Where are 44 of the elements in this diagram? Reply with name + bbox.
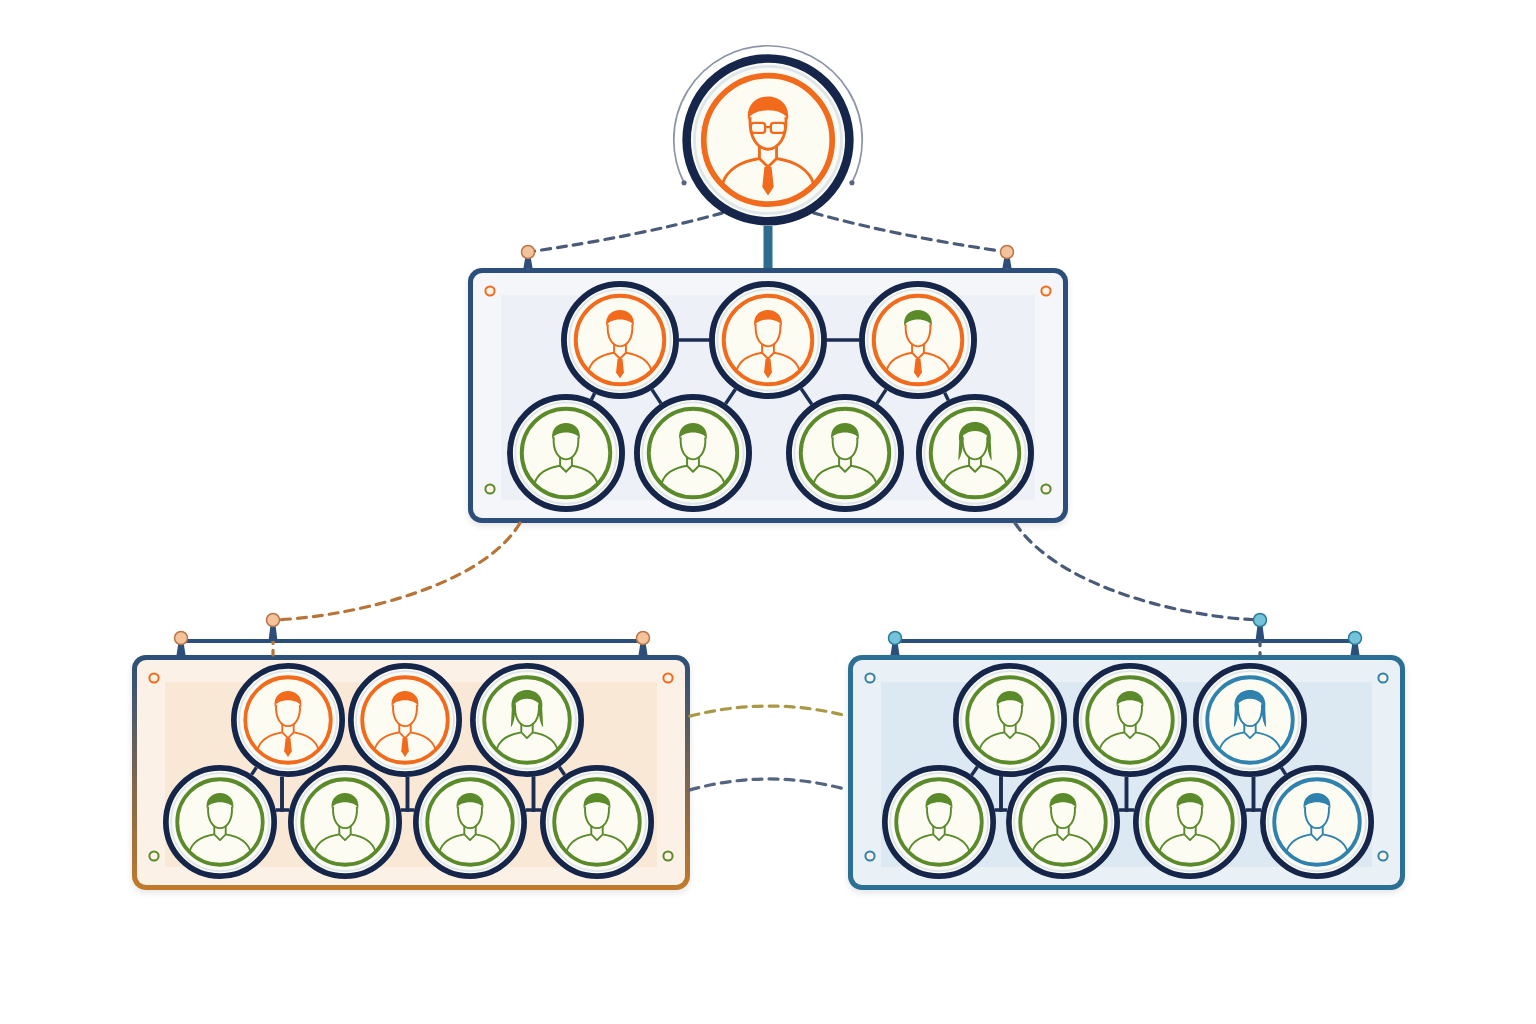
dashed-connector xyxy=(526,211,724,270)
connector-line xyxy=(280,776,290,812)
connector-line xyxy=(589,392,597,401)
person-avatar-icon xyxy=(786,394,904,512)
person-avatar-icon xyxy=(470,663,584,777)
connector-line xyxy=(999,776,1008,812)
connector-line xyxy=(679,338,709,342)
thick-connector-line xyxy=(763,226,773,268)
person-avatar-icon xyxy=(163,765,277,879)
person-avatar-icon xyxy=(1193,663,1307,777)
connector-line xyxy=(943,391,950,402)
connector-line xyxy=(970,765,979,777)
person-avatar-icon xyxy=(953,663,1067,777)
person-avatar-icon xyxy=(413,765,527,879)
person-avatar-icon xyxy=(348,663,462,777)
connector-line xyxy=(250,766,258,776)
connector-line xyxy=(405,776,415,812)
person-avatar-icon xyxy=(231,663,345,777)
person-avatar-icon xyxy=(288,765,402,879)
person-avatar-icon xyxy=(507,394,625,512)
dashed-connector xyxy=(271,521,522,657)
connector-line xyxy=(557,766,567,776)
connector-line xyxy=(650,388,663,405)
person-avatar-icon xyxy=(859,281,977,399)
connector-line xyxy=(1251,776,1262,812)
connector-line xyxy=(1279,766,1288,776)
connector-line xyxy=(875,388,888,405)
person-avatar-icon xyxy=(709,281,827,399)
person-avatar-icon xyxy=(1260,765,1374,879)
dashed-connector xyxy=(1013,521,1262,657)
connector-line xyxy=(531,776,542,812)
person-avatar-icon xyxy=(1133,765,1247,879)
connector-line xyxy=(724,388,737,405)
person-avatar-icon xyxy=(916,394,1034,512)
connector-line xyxy=(1124,776,1135,812)
person-avatar-icon xyxy=(561,281,679,399)
connector-line xyxy=(827,338,859,342)
person-avatar-icon xyxy=(634,394,752,512)
person-avatar-icon xyxy=(1006,765,1120,879)
person-avatar-icon xyxy=(540,765,654,879)
dashed-connector xyxy=(812,211,1009,270)
person-avatar-icon xyxy=(882,765,996,879)
connector-line xyxy=(799,387,814,406)
person-avatar-icon xyxy=(1073,663,1187,777)
